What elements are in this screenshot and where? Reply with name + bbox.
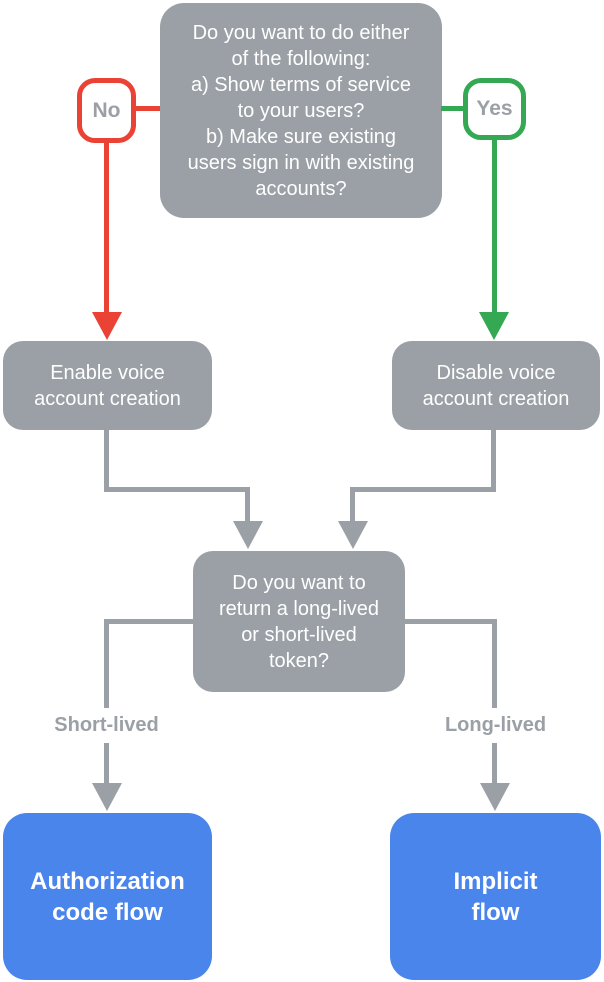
- node-implicit-flow: Implicit flow: [390, 813, 601, 980]
- long-lived-horizontal-line: [405, 619, 497, 624]
- no-arrow-down-icon: [92, 312, 122, 340]
- edge-label-short-lived: Short-lived: [22, 708, 191, 743]
- long-lived-vertical-line: [492, 619, 497, 783]
- no-branch-horizontal-line: [136, 106, 160, 111]
- badge-yes: Yes: [463, 78, 526, 140]
- yes-branch-horizontal-line: [441, 106, 463, 111]
- enable-arrow-down-icon: [233, 521, 263, 549]
- enable-connector-drop: [245, 487, 250, 521]
- edge-label-long-lived: Long-lived: [411, 708, 580, 743]
- long-lived-arrow-down-icon: [480, 783, 510, 811]
- node-authorization-code-flow: Authorization code flow: [3, 813, 212, 980]
- node-question-terms: Do you want to do either of the followin…: [160, 3, 442, 218]
- node-question-token: Do you want to return a long-lived or sh…: [193, 551, 405, 692]
- short-lived-arrow-down-icon: [92, 783, 122, 811]
- yes-arrow-down-icon: [479, 312, 509, 340]
- enable-connector-vertical: [104, 430, 109, 492]
- badge-no-label: No: [92, 98, 121, 122]
- node-disable-voice-account: Disable voice account creation: [392, 341, 600, 430]
- enable-connector-horizontal: [104, 487, 250, 492]
- no-branch-vertical-line: [104, 142, 109, 312]
- badge-yes-label: Yes: [476, 97, 513, 120]
- disable-arrow-down-icon: [338, 521, 368, 549]
- yes-branch-vertical-line: [492, 140, 497, 312]
- badge-no: No: [77, 78, 136, 143]
- long-lived-label-text: Long-lived: [444, 714, 547, 736]
- short-lived-vertical-line: [104, 619, 109, 783]
- node-enable-voice-account: Enable voice account creation: [3, 341, 212, 430]
- disable-connector-horizontal: [350, 487, 496, 492]
- short-lived-horizontal-line: [104, 619, 193, 624]
- disable-connector-drop: [350, 487, 355, 521]
- short-lived-label-text: Short-lived: [54, 714, 159, 736]
- disable-connector-vertical: [491, 430, 496, 492]
